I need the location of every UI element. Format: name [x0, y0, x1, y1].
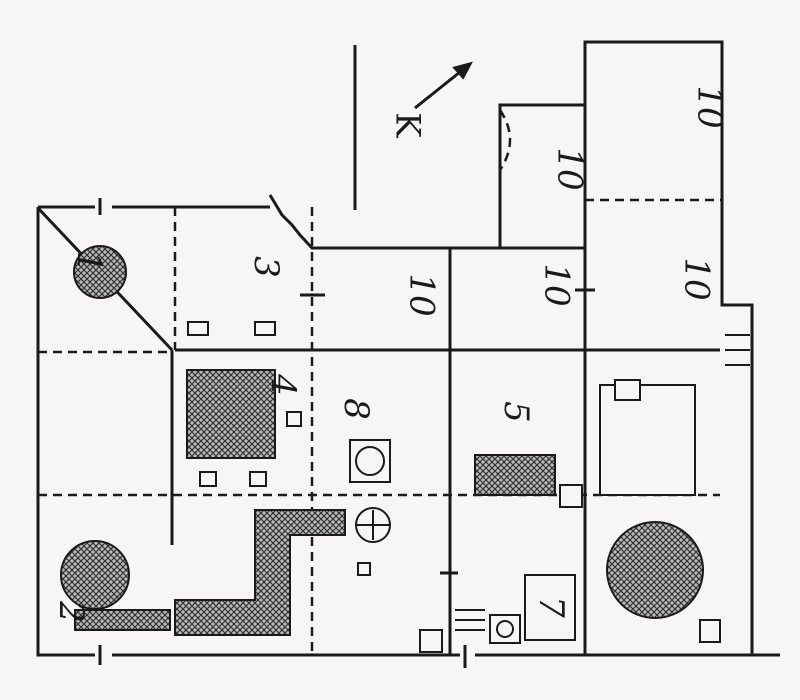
room-label-7: 7 [530, 596, 571, 618]
room-label-1: 1 [68, 251, 109, 273]
dashed-partitions [38, 109, 722, 655]
room-label-10: 10 [549, 147, 590, 191]
room-label-10: 10 [689, 85, 730, 129]
room-label-5: 5 [495, 401, 536, 423]
room-label-4: 4 [262, 374, 303, 396]
room-label-10: 10 [536, 263, 577, 307]
room-label-3: 3 [245, 256, 286, 278]
north-arrow [414, 61, 473, 110]
fixtures [60, 245, 750, 653]
north-marker-label: K [387, 112, 428, 138]
room-label-8: 8 [335, 398, 376, 420]
room-label-2: 2 [50, 601, 91, 623]
door-marks [98, 198, 595, 668]
room-label-10: 10 [676, 257, 717, 301]
room-label-10: 10 [401, 273, 442, 317]
solid-walls [36, 40, 780, 657]
